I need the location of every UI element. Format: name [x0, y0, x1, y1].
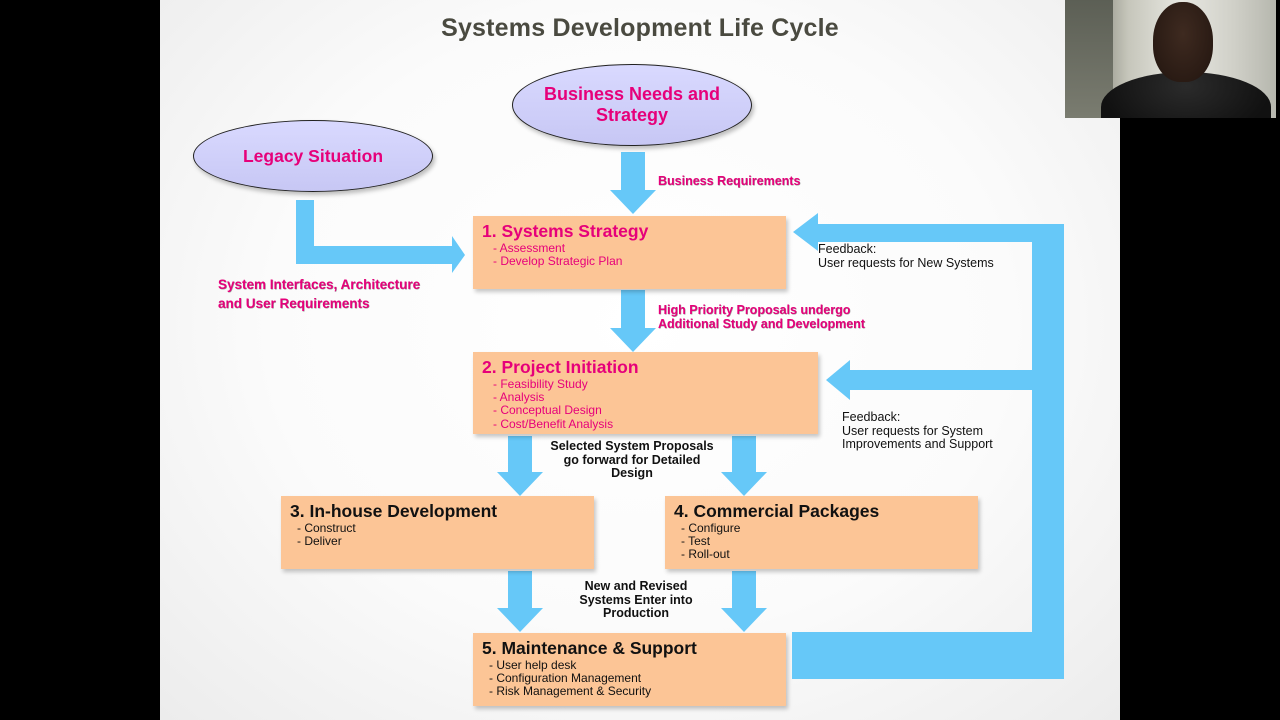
list-item: Assessment: [493, 241, 622, 255]
project-initiation-box: 2. Project Initiation Feasibility Study …: [473, 352, 818, 434]
project-initiation-title: 2. Project Initiation: [482, 357, 639, 377]
system-interfaces-label: System Interfaces, Architecture and User…: [218, 275, 420, 313]
legacy-situation-label: Legacy Situation: [242, 145, 384, 166]
list-item: Deliver: [297, 535, 356, 548]
commercial-packages-box: 4. Commercial Packages Configure Test Ro…: [665, 496, 978, 569]
arrow-commercial-to-maintenance: [721, 571, 767, 632]
list-item: Analysis: [493, 391, 613, 404]
list-item: User help desk: [489, 658, 651, 672]
high-priority-label: High Priority Proposals undergo Addition…: [658, 303, 865, 331]
business-needs-line2: Strategy: [595, 105, 669, 125]
feedback-new-systems-label: Feedback: User requests for New Systems: [818, 242, 994, 270]
list-item: Cost/Benefit Analysis: [493, 417, 613, 431]
maintenance-support-box: 5. Maintenance & Support User help desk …: [473, 633, 786, 706]
inhouse-development-box: 3. In-house Development Construct Delive…: [281, 496, 594, 569]
presenter-webcam: [1065, 0, 1276, 118]
feedback-new-systems-line2: User requests for New Systems: [818, 255, 994, 270]
feedback-improvements-line1: Feedback:: [842, 410, 901, 424]
arrow-business-to-strategy: [610, 152, 656, 214]
new-revised-line2: Systems Enter into: [579, 592, 693, 607]
selected-proposals-line2: go forward for Detailed: [563, 452, 701, 467]
feedback-new-systems-line1: Feedback:: [818, 242, 877, 256]
new-revised-label: New and Revised Systems Enter into Produ…: [560, 579, 712, 621]
arrow-strategy-to-initiation: [610, 290, 656, 352]
system-interfaces-line1: System Interfaces, Architecture: [218, 277, 421, 292]
high-priority-line2: Additional Study and Development: [658, 316, 865, 331]
selected-proposals-line1: Selected System Proposals: [550, 439, 714, 453]
list-item: Configure: [681, 521, 740, 535]
list-item: Develop Strategic Plan: [493, 255, 622, 268]
slide: Systems Development Life Cycle Business …: [160, 0, 1120, 720]
arrow-initiation-to-commercial: [721, 436, 767, 496]
business-needs-line1: Business Needs and: [543, 84, 721, 104]
list-item: Conceptual Design: [493, 404, 613, 417]
new-revised-line3: Production: [603, 606, 669, 620]
arrow-legacy-to-strategy: [296, 200, 465, 273]
flow-arrows: [296, 152, 1064, 679]
list-item: Roll-out: [681, 548, 740, 561]
list-item: Configuration Management: [489, 672, 651, 685]
slide-title: Systems Development Life Cycle: [441, 14, 839, 42]
selected-proposals-line3: Design: [611, 466, 653, 480]
arrow-initiation-to-inhouse: [497, 436, 543, 496]
systems-strategy-box: 1. Systems Strategy Assessment Develop S…: [473, 216, 786, 289]
business-needs-ellipse: Business Needs and Strategy: [512, 64, 752, 146]
list-item: Feasibility Study: [493, 377, 613, 391]
system-interfaces-line2: and User Requirements: [218, 296, 370, 311]
arrow-inhouse-to-maintenance: [497, 571, 543, 632]
commercial-packages-title: 4. Commercial Packages: [674, 501, 880, 521]
maintenance-support-title: 5. Maintenance & Support: [482, 638, 697, 658]
feedback-improvements-line3: Improvements and Support: [842, 437, 993, 451]
legacy-situation-ellipse: Legacy Situation: [193, 120, 433, 192]
new-revised-line1: New and Revised: [584, 579, 688, 593]
selected-proposals-label: Selected System Proposals go forward for…: [544, 439, 720, 481]
feedback-improvements-line2: User requests for System: [842, 423, 984, 438]
list-item: Construct: [297, 521, 355, 535]
business-requirements-label: Business Requirements: [658, 174, 801, 188]
list-item: Test: [681, 535, 740, 548]
list-item: Risk Management & Security: [489, 685, 651, 698]
high-priority-line1: High Priority Proposals undergo: [658, 303, 851, 317]
feedback-improvements-label: Feedback: User requests for System Impro…: [842, 410, 993, 452]
presenter-head: [1153, 2, 1213, 82]
feedback-loop-improvements: [826, 360, 1032, 400]
inhouse-development-title: 3. In-house Development: [290, 501, 498, 521]
systems-strategy-title: 1. Systems Strategy: [482, 221, 649, 241]
